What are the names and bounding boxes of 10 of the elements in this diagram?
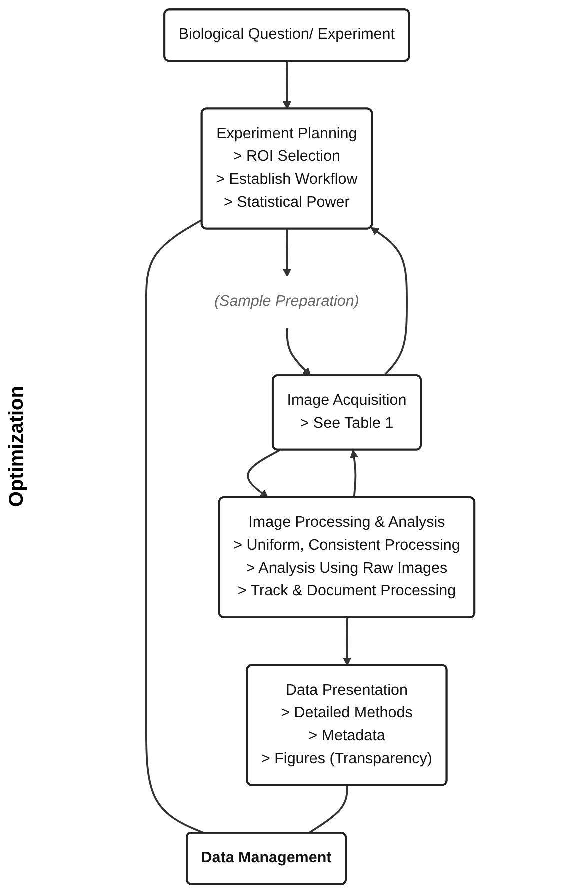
connector <box>308 785 348 834</box>
node-text: (Sample Preparation) <box>214 293 360 310</box>
side-label: Optimization <box>6 386 29 508</box>
arrow <box>350 449 358 498</box>
arrow <box>286 328 312 376</box>
arrow <box>247 449 281 498</box>
arrow <box>370 226 408 376</box>
arrow <box>343 618 352 666</box>
arrow <box>283 228 292 277</box>
arrow <box>283 61 292 110</box>
